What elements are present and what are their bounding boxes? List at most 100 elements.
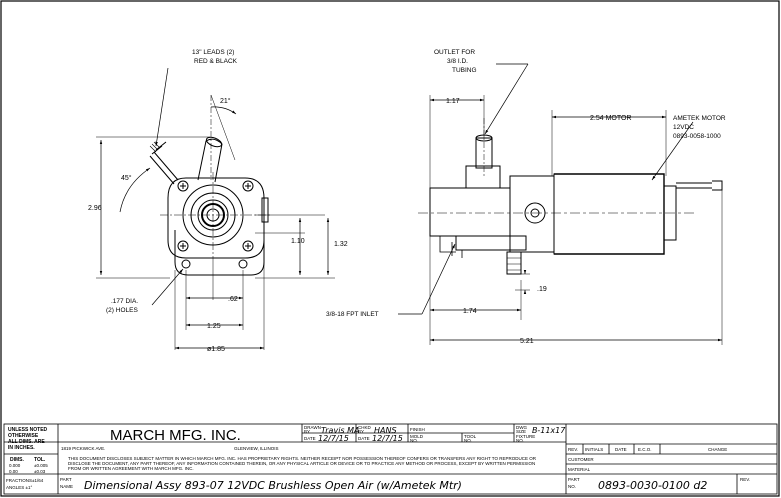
side-view-dimensions xyxy=(398,63,722,342)
wire-leads xyxy=(149,141,179,185)
motor-label-line-2: 12VDC xyxy=(673,124,694,131)
dwg-size-label-1: DWG xyxy=(516,425,527,430)
company-city: GLENVIEW, ILLINOIS xyxy=(234,446,279,451)
screw-bottom-right xyxy=(242,240,254,252)
mounting-bracket xyxy=(174,230,265,276)
rev-label: REV. xyxy=(740,477,750,482)
company-name: MARCH MFG. INC. xyxy=(110,427,241,444)
mount-hole-right xyxy=(238,259,248,269)
inlet-label: 3/8-18 FPT INLET xyxy=(326,311,379,318)
angle-tolerance: ANGLES ±1° xyxy=(6,485,32,490)
holes-label-line-1: .177 DIA. xyxy=(111,298,138,305)
screw-top-left xyxy=(177,180,189,192)
title-block-text: UNLESS NOTED OTHERWISE ALL DIMS. ARE IN … xyxy=(6,425,750,492)
motor-can xyxy=(553,173,665,255)
screw-top-right xyxy=(242,180,254,192)
tolerance-note-4: IN INCHES. xyxy=(8,445,35,451)
fixture-label-1: FIXTURE xyxy=(516,434,535,439)
outlet-label-line-1: OUTLET FOR xyxy=(434,49,475,56)
dim-185-label: ø1.85 xyxy=(207,346,225,353)
customer-label: CUSTOMER xyxy=(568,457,594,462)
pump-head xyxy=(429,187,511,237)
tol-header: TOL. xyxy=(34,457,46,463)
motor-label-line-1: AMETEK MOTOR xyxy=(673,115,726,122)
disclaimer-line-3: FROM OR WRITTEN AGREEMENT WITH MARCH MFG… xyxy=(68,466,194,471)
dwg-size-label-2: SIZE xyxy=(516,429,526,434)
outlet-boss xyxy=(465,165,501,189)
tolerance-note-3: ALL DIMS. ARE xyxy=(8,439,45,445)
drawn-label-1: DRAWN xyxy=(304,425,321,430)
dim-019-label: .19 xyxy=(537,286,547,293)
initials-header: INITIALS xyxy=(585,447,603,452)
chkd-label-2: BY xyxy=(358,429,364,434)
screw-bottom-left xyxy=(177,240,189,252)
part-no-label-2: NO. xyxy=(568,484,576,489)
dims-header: DIMS. xyxy=(10,457,25,463)
front-view-dimensions xyxy=(99,67,330,350)
pump-back-plate xyxy=(455,235,527,251)
mount-hole-left xyxy=(181,259,191,269)
dim-254-label: 2.54 MOTOR xyxy=(590,115,632,122)
motor-wires xyxy=(676,180,723,191)
part-name-label-1: PART xyxy=(60,477,72,482)
angle-21-label: 21° xyxy=(220,97,231,105)
disclaimer-line-2: DISCLOSE THE DOCUMENT, ANY PART THEREOF,… xyxy=(68,461,535,466)
dwg-size-value: B-11x17 xyxy=(532,426,566,435)
outlet-label-line-2: 3/8 I.D. xyxy=(447,58,468,65)
leads-label-line-2: RED & BLACK xyxy=(194,58,238,65)
part-name-value: Dimensional Assy 893-07 12VDC Brushless … xyxy=(84,479,462,492)
date-label-1: DATE xyxy=(304,436,316,441)
inlet-fitting xyxy=(506,251,522,275)
date-header: DATE xyxy=(615,447,627,452)
fixture-label-2: NO. xyxy=(516,438,524,443)
dim-125-label: 1.25 xyxy=(207,323,221,330)
drawn-label-2: BY xyxy=(304,429,310,434)
date-value-2: 12/7/15 xyxy=(372,434,403,443)
outlet-label-line-3: TUBING xyxy=(452,67,477,74)
part-name-label-2: NAME xyxy=(60,484,73,489)
dim-132-label: 1.32 xyxy=(334,241,348,248)
front-view xyxy=(96,94,335,350)
dim-174-label: 1.74 xyxy=(463,308,477,315)
change-header: CHANGE xyxy=(708,447,727,452)
front-view-labels: 13" LEADS (2) RED & BLACK 21° 45° 2.96 1… xyxy=(88,49,348,353)
side-view xyxy=(418,95,723,345)
part-no-value: 0893-0030-0100 d2 xyxy=(598,479,707,492)
dim-062-label: .62 xyxy=(228,296,238,303)
motor-end-cap xyxy=(663,185,677,241)
dim-110-label: 1.10 xyxy=(291,238,305,245)
tool-label-2: NO. xyxy=(464,438,472,443)
dim-row1-tol: ±0.005 xyxy=(34,463,48,468)
date-label-2: DATE xyxy=(358,436,370,441)
dim-521-label: 5.21 xyxy=(520,338,534,345)
part-no-label-1: PART xyxy=(568,477,580,482)
motor-coupling xyxy=(509,175,555,253)
dim-117-label: 1.17 xyxy=(446,98,460,105)
tolerance-note-2: OTHERWISE xyxy=(8,433,39,439)
finish-label: FINISH xyxy=(410,427,425,432)
chkd-label-1: CHKD xyxy=(358,425,372,430)
eco-header: E.C.O. xyxy=(638,447,652,452)
fraction-tolerance: FRACTIONS±1/64 xyxy=(6,478,44,483)
date-value-1: 12/7/15 xyxy=(318,434,349,443)
mold-label-2: NO. xyxy=(410,438,418,443)
tolerance-note-1: UNLESS NOTED xyxy=(8,427,48,433)
chkd-by-value: HANS xyxy=(374,426,397,435)
mold-label-1: MOLD xyxy=(410,434,424,439)
dim-296-label: 2.96 xyxy=(88,205,102,212)
drawn-by-value: Travis MA xyxy=(321,426,360,435)
company-address: 1819 PICKWICK AVE. xyxy=(61,446,105,451)
side-view-labels: OUTLET FOR 3/8 I.D. TUBING 1.17 2.54 MOT… xyxy=(326,49,726,345)
dim-row2-value: 0.00 xyxy=(9,469,18,474)
material-label: MATERIAL xyxy=(568,467,591,472)
outlet-spout xyxy=(197,138,223,183)
side-boss xyxy=(261,197,269,223)
title-block xyxy=(3,423,778,495)
dim-row2-tol: ±0.03 xyxy=(34,469,46,474)
holes-label-line-2: (2) HOLES xyxy=(106,307,138,314)
pump-housing xyxy=(167,177,265,259)
leads-label-line-1: 13" LEADS (2) xyxy=(192,49,234,56)
motor-label-line-3: 0893-0058-1000 xyxy=(673,133,721,140)
